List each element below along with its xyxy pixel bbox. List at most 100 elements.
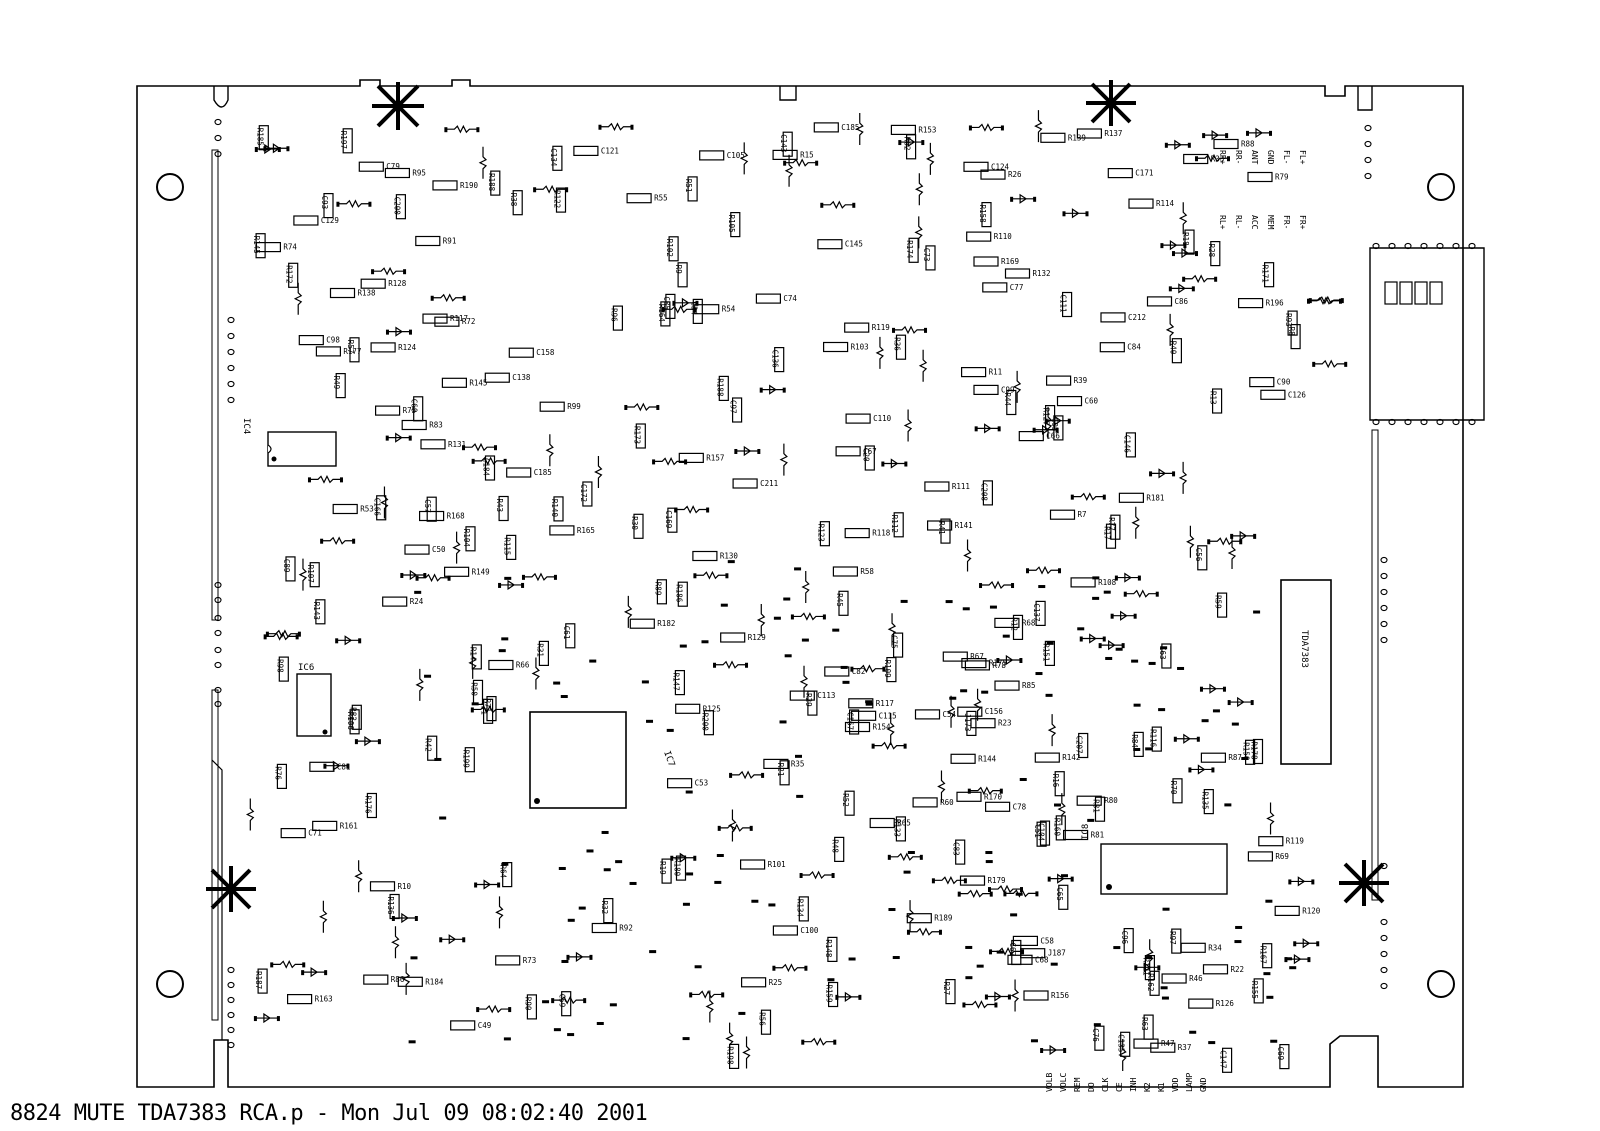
component-ref-label: R200 xyxy=(700,713,709,732)
component-ref-label: R112 xyxy=(890,515,899,533)
component-ref-label: R10 xyxy=(398,882,412,891)
trace-symbol xyxy=(387,432,410,443)
component-ref-label: R47 xyxy=(1161,1039,1175,1048)
component-footprint xyxy=(484,455,496,481)
trace-symbol xyxy=(1229,696,1252,708)
component-ref-label: R52 xyxy=(841,793,850,807)
trace-symbol xyxy=(568,951,591,962)
component-ref-label: R197 xyxy=(339,131,348,149)
component-footprint xyxy=(832,566,859,577)
component-ref-label: C113 xyxy=(817,691,835,700)
connector-pin-label: FL- xyxy=(1282,150,1291,164)
component-footprint xyxy=(980,169,1006,180)
pad xyxy=(1077,627,1085,631)
component-footprint xyxy=(1183,153,1209,165)
trace-symbol xyxy=(986,991,1009,1002)
trace-symbol xyxy=(691,990,723,999)
component-ref-label: C66 xyxy=(1046,432,1060,441)
component-ref-label: R66 xyxy=(516,661,530,670)
pad xyxy=(1133,703,1141,707)
trace-symbol xyxy=(1248,127,1271,138)
component-footprint xyxy=(1006,389,1017,416)
connector-pin-label: LAMP xyxy=(1185,1073,1194,1092)
fiducial-star xyxy=(206,866,256,912)
component-ref-label: C172 xyxy=(579,484,588,502)
component-ref-label: R182 xyxy=(657,619,675,628)
component-footprint xyxy=(1247,851,1274,862)
component-ref-label: R18 xyxy=(1181,232,1190,246)
pad xyxy=(888,908,896,912)
component-ref-label: R116 xyxy=(1148,729,1157,748)
component-ref-label: R15 xyxy=(800,150,814,159)
pad xyxy=(892,956,900,960)
pad xyxy=(751,899,759,903)
component-footprint xyxy=(349,337,360,363)
pad xyxy=(542,1000,550,1004)
component-ref-label: C54 xyxy=(943,710,957,719)
component-ref-label: R60 xyxy=(940,798,954,807)
component-footprint xyxy=(1262,943,1273,969)
connector-pin-label: RL+ xyxy=(1218,215,1227,230)
component-footprint xyxy=(278,656,289,682)
trace-symbol xyxy=(852,664,884,674)
trace-symbol xyxy=(500,579,523,591)
pad xyxy=(738,1011,746,1015)
component-footprint xyxy=(444,566,470,577)
edge-strip xyxy=(211,149,219,621)
trace-symbol xyxy=(1049,873,1072,884)
connector-pin-label: RR- xyxy=(1234,150,1243,164)
component-footprint xyxy=(375,405,401,416)
component-footprint xyxy=(384,167,410,179)
component-footprint xyxy=(908,237,919,263)
connector-pin-label: DO xyxy=(1087,1082,1096,1092)
component-ref-label: R126 xyxy=(1216,999,1235,1008)
via xyxy=(1380,862,1388,870)
component-ref-label: R73 xyxy=(523,956,537,965)
pad xyxy=(1284,957,1292,961)
via xyxy=(227,316,235,324)
via xyxy=(1380,950,1388,958)
component-footprint xyxy=(926,520,953,531)
trace-symbol xyxy=(387,326,410,337)
component-footprint xyxy=(553,496,564,522)
component-footprint xyxy=(1211,388,1223,414)
via xyxy=(227,966,235,974)
pad xyxy=(501,862,509,866)
component-ref-label: R44 xyxy=(1003,393,1012,407)
component-ref-label: R118 xyxy=(872,529,891,538)
edge-strip xyxy=(1371,429,1379,901)
component-labels: R13R12C51J173C185R26R25R24R23R22R32C60C5… xyxy=(252,123,1321,1068)
component-footprint xyxy=(498,495,509,522)
component-footprint xyxy=(309,761,335,772)
component-footprint xyxy=(309,562,320,588)
trace-symbol xyxy=(441,934,464,945)
pad xyxy=(1038,585,1046,589)
component-footprint xyxy=(1279,1043,1290,1070)
component-ref-label: R164 xyxy=(657,304,666,323)
component-ref-label: R174 xyxy=(905,240,914,259)
component-footprint xyxy=(1054,771,1065,797)
component-ref-label: R92 xyxy=(619,924,633,933)
component-footprint xyxy=(401,419,427,431)
component-ref-label: C49 xyxy=(478,1021,492,1030)
component-footprint xyxy=(1171,928,1182,954)
connector-module xyxy=(1369,247,1485,421)
component-ref-label: R176 xyxy=(363,796,372,815)
via xyxy=(214,661,222,669)
component-ref-label: C86 xyxy=(1175,297,1189,306)
trace-symbol xyxy=(272,960,304,969)
component-ref-label: R90 xyxy=(523,997,532,1011)
pad xyxy=(1010,913,1018,917)
trace-symbol xyxy=(464,442,496,452)
trace-symbol xyxy=(705,990,714,1023)
trace-symbol xyxy=(1012,370,1022,403)
component-footprint xyxy=(772,925,799,936)
via xyxy=(227,1026,235,1034)
component-footprint xyxy=(1020,948,1046,959)
component-footprint xyxy=(1056,396,1083,407)
component-ref-label: R56 xyxy=(758,1012,767,1026)
trace-symbol xyxy=(338,199,370,209)
trace-symbol xyxy=(742,1036,751,1069)
pad xyxy=(962,607,970,611)
component-footprint xyxy=(329,287,356,299)
